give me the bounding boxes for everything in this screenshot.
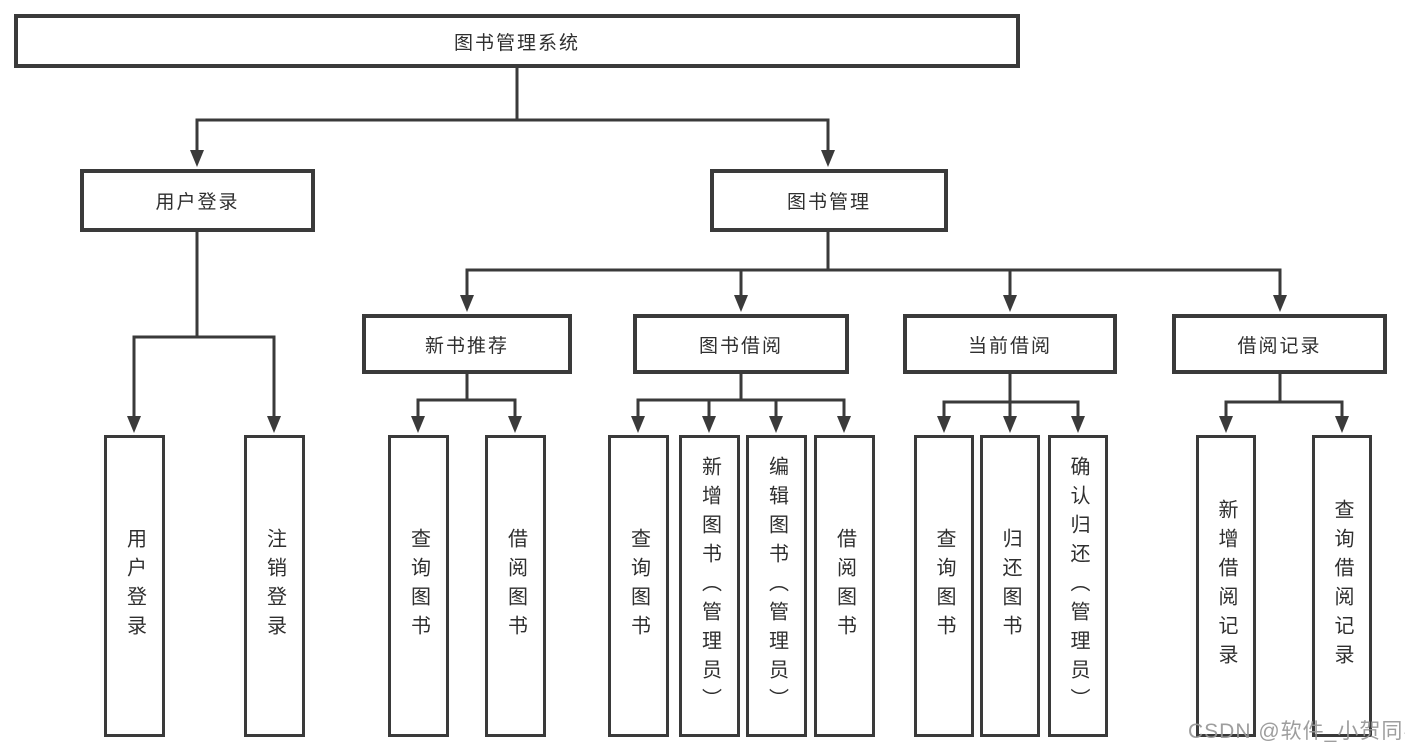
connector-current-to-leaves xyxy=(942,374,1080,417)
node-leaf-edit-books-admin: 编辑图书（管理员） xyxy=(746,435,807,737)
connector-bookmgmt-to-level3 xyxy=(465,232,1282,296)
connector-userlogin-to-leaves xyxy=(132,232,276,417)
node-book-management: 图书管理 xyxy=(710,169,948,232)
node-leaf-add-borrow-record: 新增借阅记录 xyxy=(1196,435,1256,737)
arrowhead xyxy=(631,416,645,433)
node-label: 新书推荐 xyxy=(424,335,509,357)
node-borrowing-records: 借阅记录 xyxy=(1172,314,1387,374)
arrowhead xyxy=(508,416,522,433)
watermark: CSDN @软件_小贺同学 xyxy=(1188,720,1405,743)
node-leaf-query-books-recommend: 查询图书 xyxy=(388,435,449,737)
node-root-system: 图书管理系统 xyxy=(14,14,1020,68)
node-label: 归还图书 xyxy=(999,528,1021,644)
node-leaf-add-books-admin: 新增图书（管理员） xyxy=(679,435,740,737)
arrowhead xyxy=(1219,416,1233,433)
node-leaf-confirm-return-admin: 确认归还（管理员） xyxy=(1048,435,1108,737)
node-label: 注销登录 xyxy=(263,528,286,644)
arrowhead xyxy=(821,150,835,167)
arrowhead xyxy=(411,416,425,433)
node-leaf-logout: 注销登录 xyxy=(244,435,305,737)
node-label: 查询图书 xyxy=(933,528,955,644)
node-label: 用户登录 xyxy=(123,528,146,644)
node-leaf-user-login: 用户登录 xyxy=(104,435,165,737)
node-label: 查询图书 xyxy=(407,528,430,644)
node-label: 当前借阅 xyxy=(967,335,1052,357)
arrowhead xyxy=(1003,416,1017,433)
connector-borrowing-to-leaves xyxy=(636,374,846,417)
connector-newbook-to-leaves xyxy=(416,374,517,417)
node-label: 用户登录 xyxy=(155,192,240,213)
node-label: 查询借阅记录 xyxy=(1331,499,1353,673)
node-label: 图书管理系统 xyxy=(453,32,580,54)
arrowhead xyxy=(460,295,474,312)
node-leaf-borrow-books-recommend: 借阅图书 xyxy=(485,435,546,737)
node-label: 新增图书（管理员） xyxy=(698,455,721,717)
arrowheads xyxy=(127,150,1349,433)
node-label: 查询图书 xyxy=(627,528,650,644)
node-label: 新增借阅记录 xyxy=(1215,499,1237,673)
arrowhead xyxy=(190,150,204,167)
node-label: 借阅图书 xyxy=(833,528,856,644)
arrowhead xyxy=(734,295,748,312)
arrowhead xyxy=(1273,295,1287,312)
node-leaf-query-borrow-record: 查询借阅记录 xyxy=(1312,435,1372,737)
node-label: 图书借阅 xyxy=(698,335,783,357)
node-book-borrowing: 图书借阅 xyxy=(633,314,849,374)
arrowhead xyxy=(267,416,281,433)
node-leaf-borrow-books: 借阅图书 xyxy=(814,435,875,737)
arrowhead xyxy=(702,416,716,433)
node-current-borrowing: 当前借阅 xyxy=(903,314,1117,374)
arrowhead xyxy=(769,416,783,433)
node-label: 编辑图书（管理员） xyxy=(765,455,788,717)
node-label: 确认归还（管理员） xyxy=(1067,455,1089,717)
node-leaf-query-books-current: 查询图书 xyxy=(914,435,974,737)
node-label: 借阅图书 xyxy=(504,528,527,644)
arrowhead xyxy=(837,416,851,433)
connector-root-to-level2 xyxy=(195,68,830,151)
arrowhead xyxy=(1335,416,1349,433)
node-label: 图书管理 xyxy=(786,192,871,213)
node-label: 借阅记录 xyxy=(1237,335,1322,357)
arrowhead xyxy=(1071,416,1085,433)
arrowhead xyxy=(127,416,141,433)
node-leaf-return-books: 归还图书 xyxy=(980,435,1040,737)
node-new-book-recommend: 新书推荐 xyxy=(362,314,572,374)
connector-records-to-leaves xyxy=(1224,374,1344,417)
node-leaf-query-books-borrowing: 查询图书 xyxy=(608,435,669,737)
arrowhead xyxy=(1003,295,1017,312)
node-user-login: 用户登录 xyxy=(80,169,315,232)
arrowhead xyxy=(937,416,951,433)
